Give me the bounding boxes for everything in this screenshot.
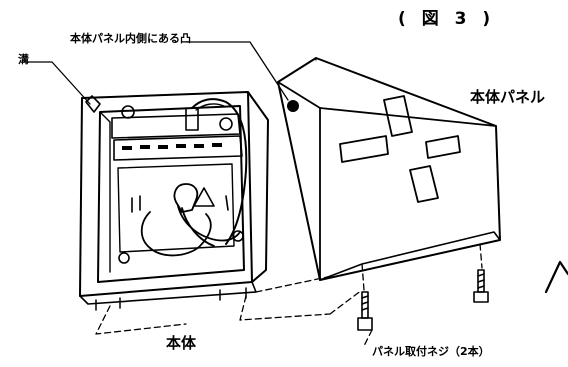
terminal-strip-slots (122, 143, 222, 150)
label-groove: 溝 (18, 53, 29, 66)
leader-line-boss (185, 41, 289, 101)
label-main-panel: 本体パネル (470, 88, 546, 106)
warning-triangle-partial (544, 260, 568, 294)
panel-screw-right (473, 269, 489, 303)
label-main-body: 本体 (166, 334, 197, 352)
panel-vent-slots (339, 95, 461, 203)
leader-line-groove (23, 61, 91, 105)
label-panel-inner-boss: 本体パネル内側にある凸 (70, 32, 191, 45)
main-panel-cover (277, 57, 501, 281)
main-body-unit (79, 91, 269, 311)
panel-screw-left (357, 291, 373, 331)
label-panel-screws: パネル取付ネジ（2本） (372, 345, 490, 358)
figure-title: ( 図 3 ) (398, 9, 496, 29)
assembly-guide-lines (95, 243, 483, 347)
panel-boss-dot (287, 100, 299, 112)
